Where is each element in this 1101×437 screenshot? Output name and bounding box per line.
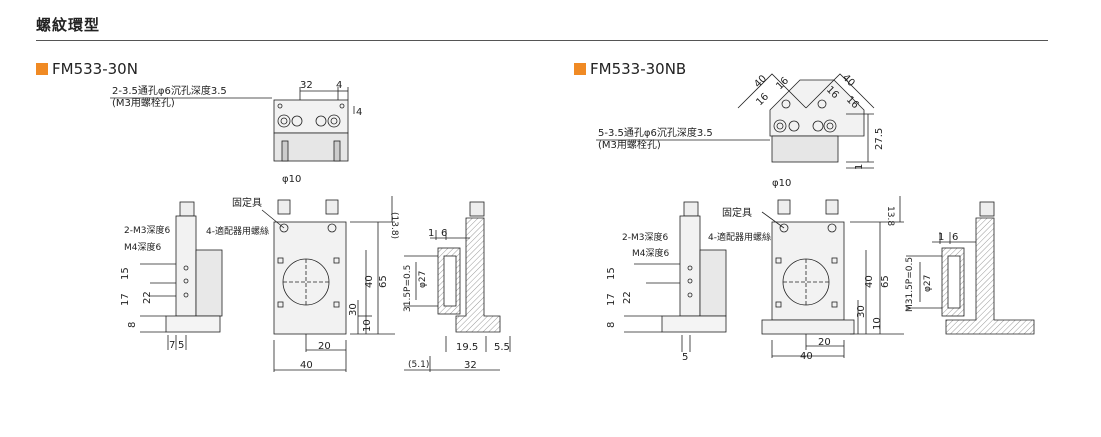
orange-square-icon — [574, 63, 586, 75]
left-dim-5: 5 — [178, 340, 184, 351]
right-hole-note: 5-3.5通孔φ6沉孔深度3.5 — [598, 126, 713, 139]
left-dim-40v: 40 — [364, 275, 375, 288]
left-dim-1: 1 — [428, 228, 434, 239]
left-label-adapter: 4-適配器用螺絲 — [206, 225, 269, 237]
left-top-view — [110, 87, 355, 162]
left-dim-32: 32 — [300, 80, 313, 91]
left-label-m4: M4深度6 — [124, 241, 161, 253]
right-dim-1b: 1 — [938, 232, 944, 243]
right-label-phi10: φ10 — [772, 178, 791, 189]
left-dim-32b: 32 — [464, 360, 477, 371]
right-label-m4: M4深度6 — [632, 247, 669, 259]
left-label-m3: 2-M3深度6 — [124, 224, 170, 236]
left-dim-19-5: 19.5 — [456, 342, 478, 353]
right-dim-10: 10 — [872, 317, 883, 330]
right-label-m3: 2-M3深度6 — [622, 231, 668, 243]
right-front-view — [761, 196, 904, 358]
right-side-view — [624, 201, 727, 352]
right-label-thread: M31.5P=0.5 — [905, 257, 915, 312]
left-dim-20: 20 — [318, 341, 331, 352]
left-dim-4b: 4 — [356, 107, 362, 118]
left-dim-22: 22 — [142, 291, 153, 304]
left-dim-40h: 40 — [300, 360, 313, 371]
section-title: 螺紋環型 — [36, 16, 101, 34]
right-dim-40h: 40 — [800, 351, 813, 362]
model-label-left: FM533-30N — [36, 60, 138, 78]
right-label-13-8: 13.8 — [885, 206, 895, 226]
right-dim-1: 1 — [854, 164, 865, 170]
left-front-view — [261, 196, 395, 372]
model-name-left: FM533-30N — [52, 60, 138, 78]
right-dim-17: 17 — [606, 293, 617, 306]
left-side-view — [140, 201, 223, 350]
model-label-right: FM533-30NB — [574, 60, 686, 78]
left-label-thread: 31.5P=0.5 — [403, 265, 413, 312]
left-dim-5-5: 5.5 — [494, 342, 510, 353]
right-hole-note-2: (M3用螺栓孔) — [598, 138, 661, 151]
left-dim-30: 30 — [348, 303, 359, 316]
right-dim-6: 6 — [952, 232, 958, 243]
right-dim-16a: 16 — [754, 91, 771, 108]
left-label-fix: 固定具 — [232, 196, 262, 209]
left-hole-note-2: (M3用螺栓孔) — [112, 96, 175, 109]
right-top-view — [596, 73, 875, 169]
right-label-fix: 固定具 — [722, 206, 752, 219]
right-dim-40a: 40 — [752, 73, 769, 90]
right-dim-22: 22 — [622, 291, 633, 304]
right-dim-20: 20 — [818, 337, 831, 348]
left-hole-note: 2-3.5通孔φ6沉孔深度3.5 — [112, 84, 227, 97]
left-dim-8: 8 — [127, 322, 138, 328]
left-dim-10: 10 — [362, 319, 373, 332]
left-dim-15: 15 — [120, 267, 131, 280]
left-label-13-8: (13.8) — [389, 212, 399, 239]
section-header: 螺紋環型 — [36, 10, 1048, 41]
right-dim-40b: 40 — [840, 72, 857, 89]
right-dim-15: 15 — [606, 267, 617, 280]
left-dim-5-1: (5.1) — [408, 360, 429, 370]
left-label-phi27: φ27 — [418, 271, 428, 288]
right-section-view — [906, 201, 1035, 335]
left-dim-7: 7 — [169, 340, 175, 351]
left-section-view — [404, 201, 511, 372]
right-label-adapter: 4-適配器用螺絲 — [708, 231, 771, 243]
right-dim-30: 30 — [856, 305, 867, 318]
right-dim-16b: 16 — [774, 75, 791, 92]
left-dim-4a: 4 — [336, 80, 342, 91]
orange-square-icon — [36, 63, 48, 75]
right-dim-65: 65 — [880, 275, 891, 288]
right-dim-8: 8 — [606, 322, 617, 328]
right-dim-27-5: 27.5 — [874, 128, 885, 150]
left-label-phi10: φ10 — [282, 174, 301, 185]
model-name-right: FM533-30NB — [590, 60, 687, 78]
left-dim-6: 6 — [441, 228, 447, 239]
left-dim-17: 17 — [120, 293, 131, 306]
right-label-phi27: φ27 — [923, 275, 933, 292]
right-dim-40v: 40 — [864, 275, 875, 288]
right-dim-5: 5 — [682, 352, 688, 363]
left-dim-65: 65 — [378, 275, 389, 288]
